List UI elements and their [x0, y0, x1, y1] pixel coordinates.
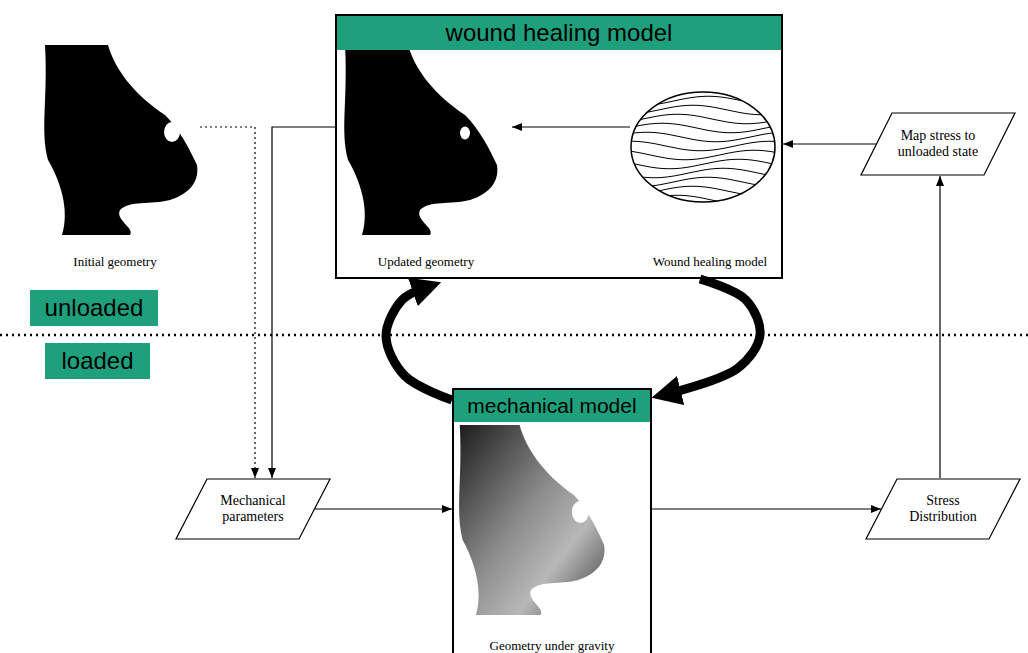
cycle-arrow: [671, 279, 760, 393]
updated-geometry-figure: [344, 45, 497, 235]
fibre-line: [620, 141, 788, 151]
figure-caption: Wound healing model: [653, 254, 768, 272]
state-divider: [0, 334, 1028, 337]
fibre-lines: [620, 87, 788, 205]
data-parallelogram: Mechanical parameters: [175, 478, 331, 540]
box-heading: mechanical model: [454, 390, 650, 422]
parallelogram-shape: [866, 479, 1020, 539]
cycle-arrow: [386, 289, 452, 400]
flow-arrow: [939, 176, 940, 478]
data-label: Stress Distribution: [893, 493, 993, 525]
state-label: unloaded: [45, 294, 144, 322]
box-heading: wound healing model: [337, 16, 781, 50]
fibre-line: [620, 159, 788, 169]
data-parallelogram: Stress Distribution: [865, 478, 1021, 540]
fibre-line: [620, 195, 788, 205]
flow-arrow: [200, 127, 255, 478]
flow-arrow: [512, 126, 630, 127]
data-parallelogram: Map stress to unloaded state: [860, 112, 1016, 176]
parallelogram-shape: [861, 113, 1015, 175]
fibre-line: [620, 150, 788, 160]
figure-node: Wound healing model: [630, 90, 790, 275]
state-label: loaded: [61, 347, 133, 375]
parallelogram-shape: [176, 479, 330, 539]
figure-caption: Geometry under gravity: [454, 638, 650, 653]
fibre-line: [620, 168, 788, 178]
flow-arrow: [315, 508, 452, 509]
wound-ellipse: [631, 92, 775, 202]
figure-node: Initial geometry: [30, 45, 200, 275]
data-label: Map stress to unloaded state: [888, 128, 988, 160]
initial-geometry-figure: [44, 45, 197, 235]
flow-arrow: [652, 508, 881, 509]
model-box: wound healing modelUpdated geometry Wound…: [335, 14, 783, 279]
fibre-line: [620, 96, 788, 106]
fibre-line: [620, 123, 788, 133]
data-label: Mechanical parameters: [203, 493, 303, 525]
state-tag: loaded: [45, 343, 150, 379]
fibre-line: [620, 186, 788, 196]
loaded-geometry-figure: [459, 425, 604, 615]
flow-arrow: [272, 127, 335, 478]
flow-arrow: [783, 143, 876, 144]
figure-node: Updated geometry: [340, 50, 512, 275]
model-box: mechanical modelGeometry under gravity: [452, 388, 652, 653]
state-tag: unloaded: [30, 290, 158, 326]
figure-caption: Updated geometry: [378, 254, 474, 272]
fibre-line: [620, 132, 788, 142]
figure-caption: Initial geometry: [73, 254, 156, 272]
